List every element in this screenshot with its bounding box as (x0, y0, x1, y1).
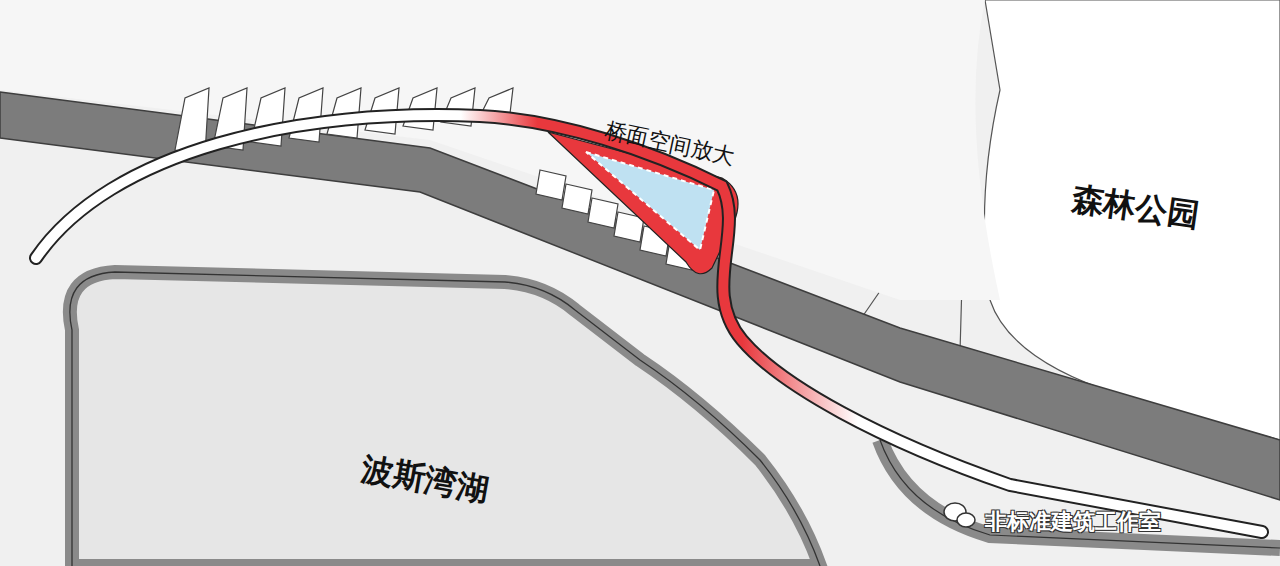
wechat-icon (944, 503, 975, 527)
building-fin (562, 184, 592, 214)
building-fin (289, 88, 323, 142)
callout-text: 桥面空间放大 (602, 115, 737, 172)
building-fin (588, 198, 618, 228)
bridge-deck (36, 115, 1262, 532)
lake-edge (70, 272, 820, 566)
park-name: 森林公园 (1069, 177, 1202, 238)
lake-name: 波斯湾湖 (358, 447, 492, 513)
bridge-outline (36, 115, 1262, 532)
lake (70, 272, 820, 566)
building-fin (536, 170, 566, 200)
watermark: 非标准建筑工作室 (985, 507, 1161, 537)
